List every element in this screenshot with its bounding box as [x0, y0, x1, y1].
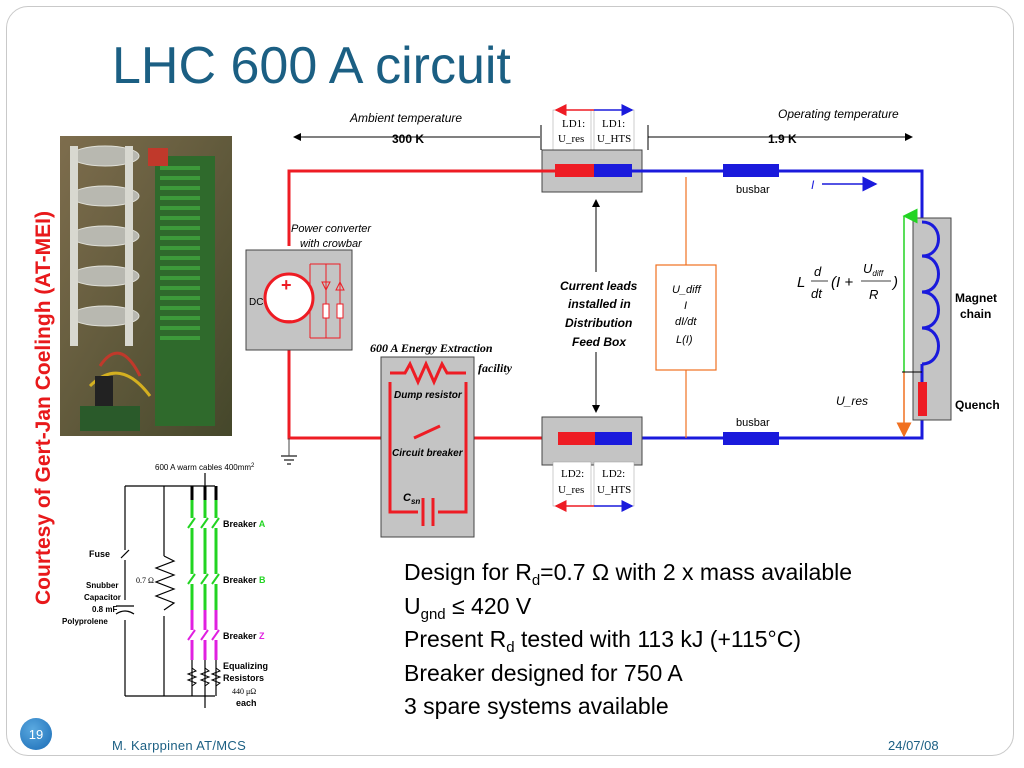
csn-label: C [403, 492, 412, 504]
equalizing-value: 440 μΩ [232, 687, 256, 696]
ld1-hts-line1: LD1: [602, 118, 625, 130]
ld1-resistive-lead [555, 164, 594, 177]
svg-text:d: d [814, 264, 822, 279]
dc-label: DC [249, 297, 263, 308]
current-leads-line4: Feed Box [572, 335, 627, 349]
svg-text:Udiff: Udiff [863, 261, 884, 278]
udiff-line4: L(I) [676, 334, 693, 346]
ee-title-line1: 600 A Energy Extraction [370, 341, 493, 355]
note-line-1: Design for Rd=0.7 Ω with 2 x mass availa… [404, 559, 853, 589]
ld2-hts-line1: LD2: [602, 468, 625, 480]
slide-number-badge: 19 [20, 718, 52, 750]
udiff-line1: U_diff [672, 284, 702, 296]
inductive-voltage-formula: L d dt (I + Udiff R ) [797, 261, 898, 302]
breaker-z-label: Breaker Z [223, 631, 265, 641]
power-converter-line1: Power converter [291, 223, 372, 235]
snubber-resistor-symbol [154, 555, 176, 611]
note-line-2: Ugnd ≤ 420 V [404, 592, 532, 623]
csn-sub: sn [411, 497, 420, 506]
ld2-res-line1: LD2: [561, 468, 584, 480]
ambient-temp-value: 300 K [392, 132, 424, 146]
ambient-temperature-label: Ambient temperature [349, 111, 462, 125]
magnet-chain-line2: chain [960, 307, 991, 321]
operating-temp-value: 1.9 K [768, 132, 797, 146]
power-converter-line2: with crowbar [300, 238, 363, 250]
busbar-top-label: busbar [736, 184, 770, 196]
ee-title-line2: facility [478, 361, 513, 375]
design-notes: Design for Rd=0.7 Ω with 2 x mass availa… [404, 556, 852, 724]
note-line-3: Present Rd tested with 113 kJ (+115°C) [404, 626, 802, 656]
svg-text:(I +: (I + [831, 274, 853, 291]
ld2-resistive-lead [558, 432, 595, 445]
breaker-a-label: Breaker A [223, 519, 266, 529]
cables-label: 600 A warm cables 400mm2 [155, 463, 255, 472]
svg-text:): ) [891, 274, 898, 291]
magnet-chain-line1: Magnet [955, 291, 997, 305]
current-leads-line2: installed in [568, 297, 631, 311]
snubber-line4: Polyprolene [62, 617, 108, 626]
slide-title: LHC 600 A circuit [112, 37, 511, 95]
ld2-hts-line2: U_HTS [597, 484, 631, 496]
breaker-b-label: Breaker B [223, 575, 266, 585]
snubber-line3: 0.8 mF [92, 605, 117, 614]
ld1-hts-lead [594, 164, 632, 177]
udiff-box [655, 264, 717, 371]
equalizing-line1: Equalizing [223, 661, 268, 671]
u-res-label: U_res [836, 394, 868, 408]
svg-text:+: + [281, 275, 292, 295]
current-label: I [811, 178, 815, 192]
dump-resistor-label: Dump resistor [394, 390, 463, 401]
circuit-breaker-symbol [413, 424, 441, 440]
note-line-4: Breaker designed for 750 A [404, 659, 683, 686]
svg-text:Csn: Csn [403, 492, 420, 506]
svg-text:–: – [282, 310, 292, 330]
ld1-res-line1: LD1: [562, 118, 585, 130]
slide-frame [6, 6, 1014, 756]
magnet-coil-icon [921, 220, 940, 366]
equipment-photo [60, 136, 232, 436]
ld1-res-line2: U_res [558, 133, 584, 145]
resistor-value: 0.7 Ω [136, 576, 154, 585]
circuit-breaker-label: Circuit breaker [392, 448, 464, 459]
dc-source-icon [263, 272, 315, 324]
footer-author: M. Karppinen AT/MCS [112, 738, 247, 753]
busbar-bottom [723, 432, 779, 445]
svg-text:L: L [797, 274, 805, 291]
udiff-line2: I [684, 300, 687, 312]
fuse-label: Fuse [89, 549, 110, 559]
quench-resistor [918, 382, 927, 416]
fuse-symbol [120, 549, 130, 559]
equalizing-each: each [236, 698, 257, 708]
svg-text:R: R [869, 287, 878, 302]
ld2-hts-lead [595, 432, 632, 445]
dump-resistor-symbol [390, 360, 466, 386]
quench-label: Quench [955, 398, 1000, 412]
operating-temperature-label: Operating temperature [778, 107, 899, 121]
note-line-5: 3 spare systems available [404, 693, 669, 719]
udiff-line3: dI/dt [675, 316, 697, 328]
busbar-top [723, 164, 779, 177]
ld1-hts-line2: U_HTS [597, 133, 631, 145]
current-leads-line1: Current leads [560, 279, 638, 293]
current-leads-line3: Distribution [565, 316, 632, 330]
snubber-line1: Snubber [86, 581, 118, 590]
footer-date: 24/07/08 [888, 738, 939, 753]
equalizing-line2: Resistors [223, 673, 264, 683]
busbar-bottom-label: busbar [736, 417, 770, 429]
svg-text:dt: dt [811, 286, 823, 301]
snubber-line2: Capacitor [84, 593, 121, 602]
ld2-res-line2: U_res [558, 484, 584, 496]
